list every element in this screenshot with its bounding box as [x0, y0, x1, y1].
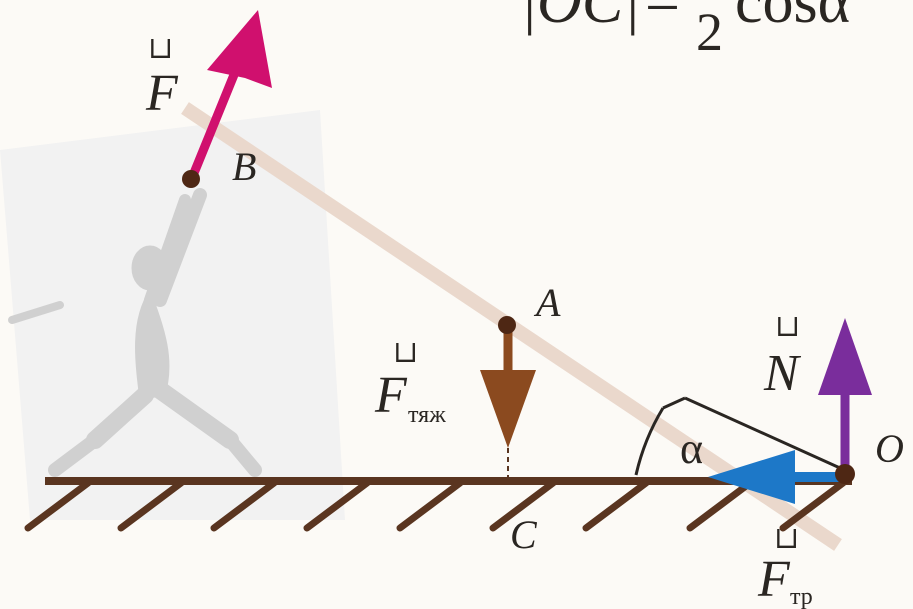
- hatch-mark: [24, 479, 92, 532]
- background-panel: [0, 110, 345, 520]
- gravity-force-subscript: тяж: [408, 402, 446, 428]
- hatch-mark: [210, 479, 278, 532]
- point-B-label: B: [232, 144, 256, 189]
- gravity-force-label: ⊔ F тяж: [374, 336, 446, 428]
- point-O-dot: [835, 464, 855, 484]
- formula: |OC| = 2 cosα: [520, 0, 850, 62]
- applied-arrow-shaft: [187, 55, 245, 183]
- applied-force-label: ⊔ F: [145, 32, 179, 122]
- point-A-label: A: [533, 280, 561, 325]
- friction-force-arrow: [708, 450, 845, 504]
- normal-force-arrow: [818, 318, 872, 470]
- friction-force-subscript: тр: [790, 584, 813, 609]
- applied-force-arrow-mark: ⊔: [148, 32, 173, 65]
- normal-force-label: ⊔ N: [763, 310, 802, 402]
- formula-denominator: 2: [696, 2, 723, 62]
- friction-force-arrow-mark: ⊔: [774, 522, 799, 555]
- normal-force-symbol: N: [763, 345, 802, 402]
- gravity-force-symbol: F: [374, 367, 408, 424]
- formula-rhs: cosα: [735, 0, 850, 36]
- background-figure-picture: [0, 110, 345, 520]
- friction-force-symbol: F: [757, 551, 791, 608]
- hatch-mark: [396, 479, 464, 532]
- applied-force-symbol: F: [145, 65, 179, 122]
- angle-arc-connector: [662, 396, 686, 410]
- point-B-dot: [182, 170, 200, 188]
- applied-arrow-head: [207, 10, 272, 88]
- hatch-mark: [686, 479, 754, 532]
- ground: [24, 477, 852, 532]
- formula-lhs: |OC|: [520, 0, 640, 36]
- person-silhouette: [8, 188, 262, 477]
- formula-equals: =: [645, 0, 680, 36]
- angle-arc: [634, 407, 665, 476]
- normal-force-arrow-mark: ⊔: [775, 310, 800, 343]
- point-C-label: C: [510, 512, 538, 557]
- normal-arrow-head: [818, 318, 872, 395]
- hatch-mark: [489, 479, 557, 532]
- hatch-mark: [582, 479, 650, 532]
- gravity-force-arrow-mark: ⊔: [393, 336, 418, 369]
- hatch-mark: [779, 479, 847, 532]
- point-A-dot: [498, 316, 516, 334]
- hatch-mark: [117, 479, 185, 532]
- gravity-force-arrow: [480, 330, 536, 448]
- hatch-mark: [303, 479, 371, 532]
- friction-force-label: ⊔ F тр: [757, 522, 813, 609]
- angle-arc-ray: [684, 396, 841, 470]
- ground-hatching: [24, 479, 847, 532]
- gravity-arrow-head: [480, 370, 536, 448]
- angle-alpha-label: α: [680, 424, 703, 473]
- point-O-label: O: [875, 426, 904, 471]
- applied-force-arrow: [187, 10, 272, 183]
- friction-arrow-head: [708, 450, 795, 504]
